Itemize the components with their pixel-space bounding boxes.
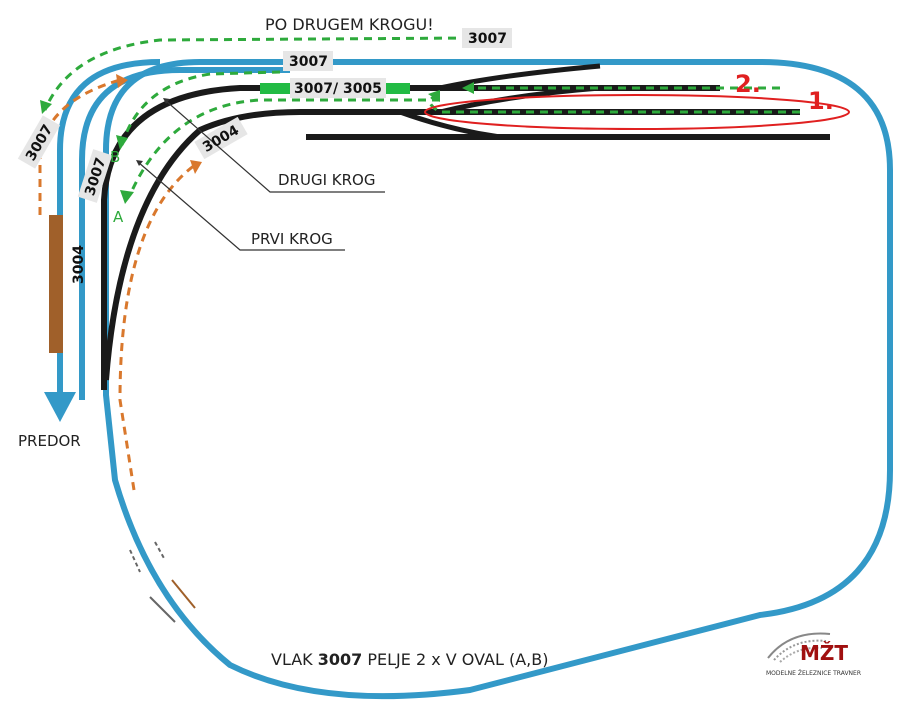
predor-arrow-head (44, 392, 76, 422)
label-bg-3007-top (462, 28, 512, 48)
label-bg-3007-mid (77, 149, 113, 203)
mzt-logo: MŽT MODELNE ŽELEZNICE TRAVNER (766, 632, 861, 677)
train-green-block-right (386, 83, 410, 94)
dash-detail-1 (129, 549, 141, 573)
label-3004-vertical: 3004 (71, 245, 87, 284)
siding-track-inner (103, 109, 800, 381)
route-3007-b (120, 70, 281, 146)
caption: VLAK 3007 PELJE 2 x V OVAL (A,B) (271, 650, 548, 669)
caption-prefix: VLAK (271, 650, 318, 669)
caption-train: 3007 (318, 650, 363, 669)
green-arrow-head-loop (428, 90, 440, 102)
drugi-krog-leader (164, 99, 385, 193)
label-bg-3007-3005 (290, 78, 386, 98)
logo-arc-2 (773, 639, 827, 661)
caption-suffix: PELJE 2 x V OVAL (A,B) (362, 650, 548, 669)
logo-subtitle: MODELNE ŽELEZNICE TRAVNER (766, 669, 861, 677)
orange-arrow-head-outer (116, 74, 128, 88)
dash-detail-3 (149, 596, 176, 623)
po-drugem-krogu-label: PO DRUGEM KROGU! (265, 15, 434, 34)
dash-detail-4 (171, 579, 196, 609)
label-3007-top: 3007 (468, 31, 507, 47)
main-blue-track (103, 59, 893, 700)
label-bg-3004-inner (194, 116, 248, 160)
prvi-krog-leader (137, 161, 345, 251)
route-3007-po-drugem-krogu (43, 36, 471, 111)
siding-crossover-1 (399, 109, 501, 140)
route-3004-inner (118, 163, 196, 491)
logo-arc-3 (779, 646, 823, 663)
siding-track-outer (101, 85, 720, 390)
label-bg-3007-main (283, 51, 333, 71)
label-3007-main: 3007 (289, 54, 328, 70)
point-a-label: A (113, 208, 124, 226)
predor-label: PREDOR (18, 432, 81, 450)
route-3007-a (128, 98, 440, 196)
drugi-krog-leader-tip (163, 98, 170, 104)
tunnel-track (57, 59, 161, 410)
green-arrow-head-a (120, 190, 134, 204)
drugi-krog-label: DRUGI KROG (278, 171, 375, 189)
step-2-label: 2. (735, 70, 761, 98)
label-bg-3007-left (17, 115, 61, 169)
siding-crossover-2 (439, 63, 601, 91)
logo-arc-1 (767, 632, 831, 659)
logo-mark: MŽT (800, 641, 848, 665)
orange-arrow-head-inner (190, 160, 202, 174)
prvi-krog-leader-tip (136, 160, 143, 166)
point-b-label: B (110, 148, 120, 166)
route-3004-outer (38, 78, 121, 215)
step-1-label: 1. (808, 87, 834, 115)
green-arrow-head-siding (462, 82, 474, 94)
train-green-block-left (260, 83, 290, 94)
siding-crossover-3 (439, 85, 601, 115)
dash-detail-2 (154, 541, 166, 561)
prvi-krog-label: PRVI KROG (251, 230, 333, 248)
green-arrow-head-b (116, 135, 128, 150)
blue-inner-track (79, 67, 290, 400)
label-3007-3005: 3007/ 3005 (294, 81, 382, 97)
train-3004-block (49, 215, 63, 353)
highlight-ellipse (424, 94, 850, 130)
green-arrow-head-top-left (40, 100, 52, 114)
